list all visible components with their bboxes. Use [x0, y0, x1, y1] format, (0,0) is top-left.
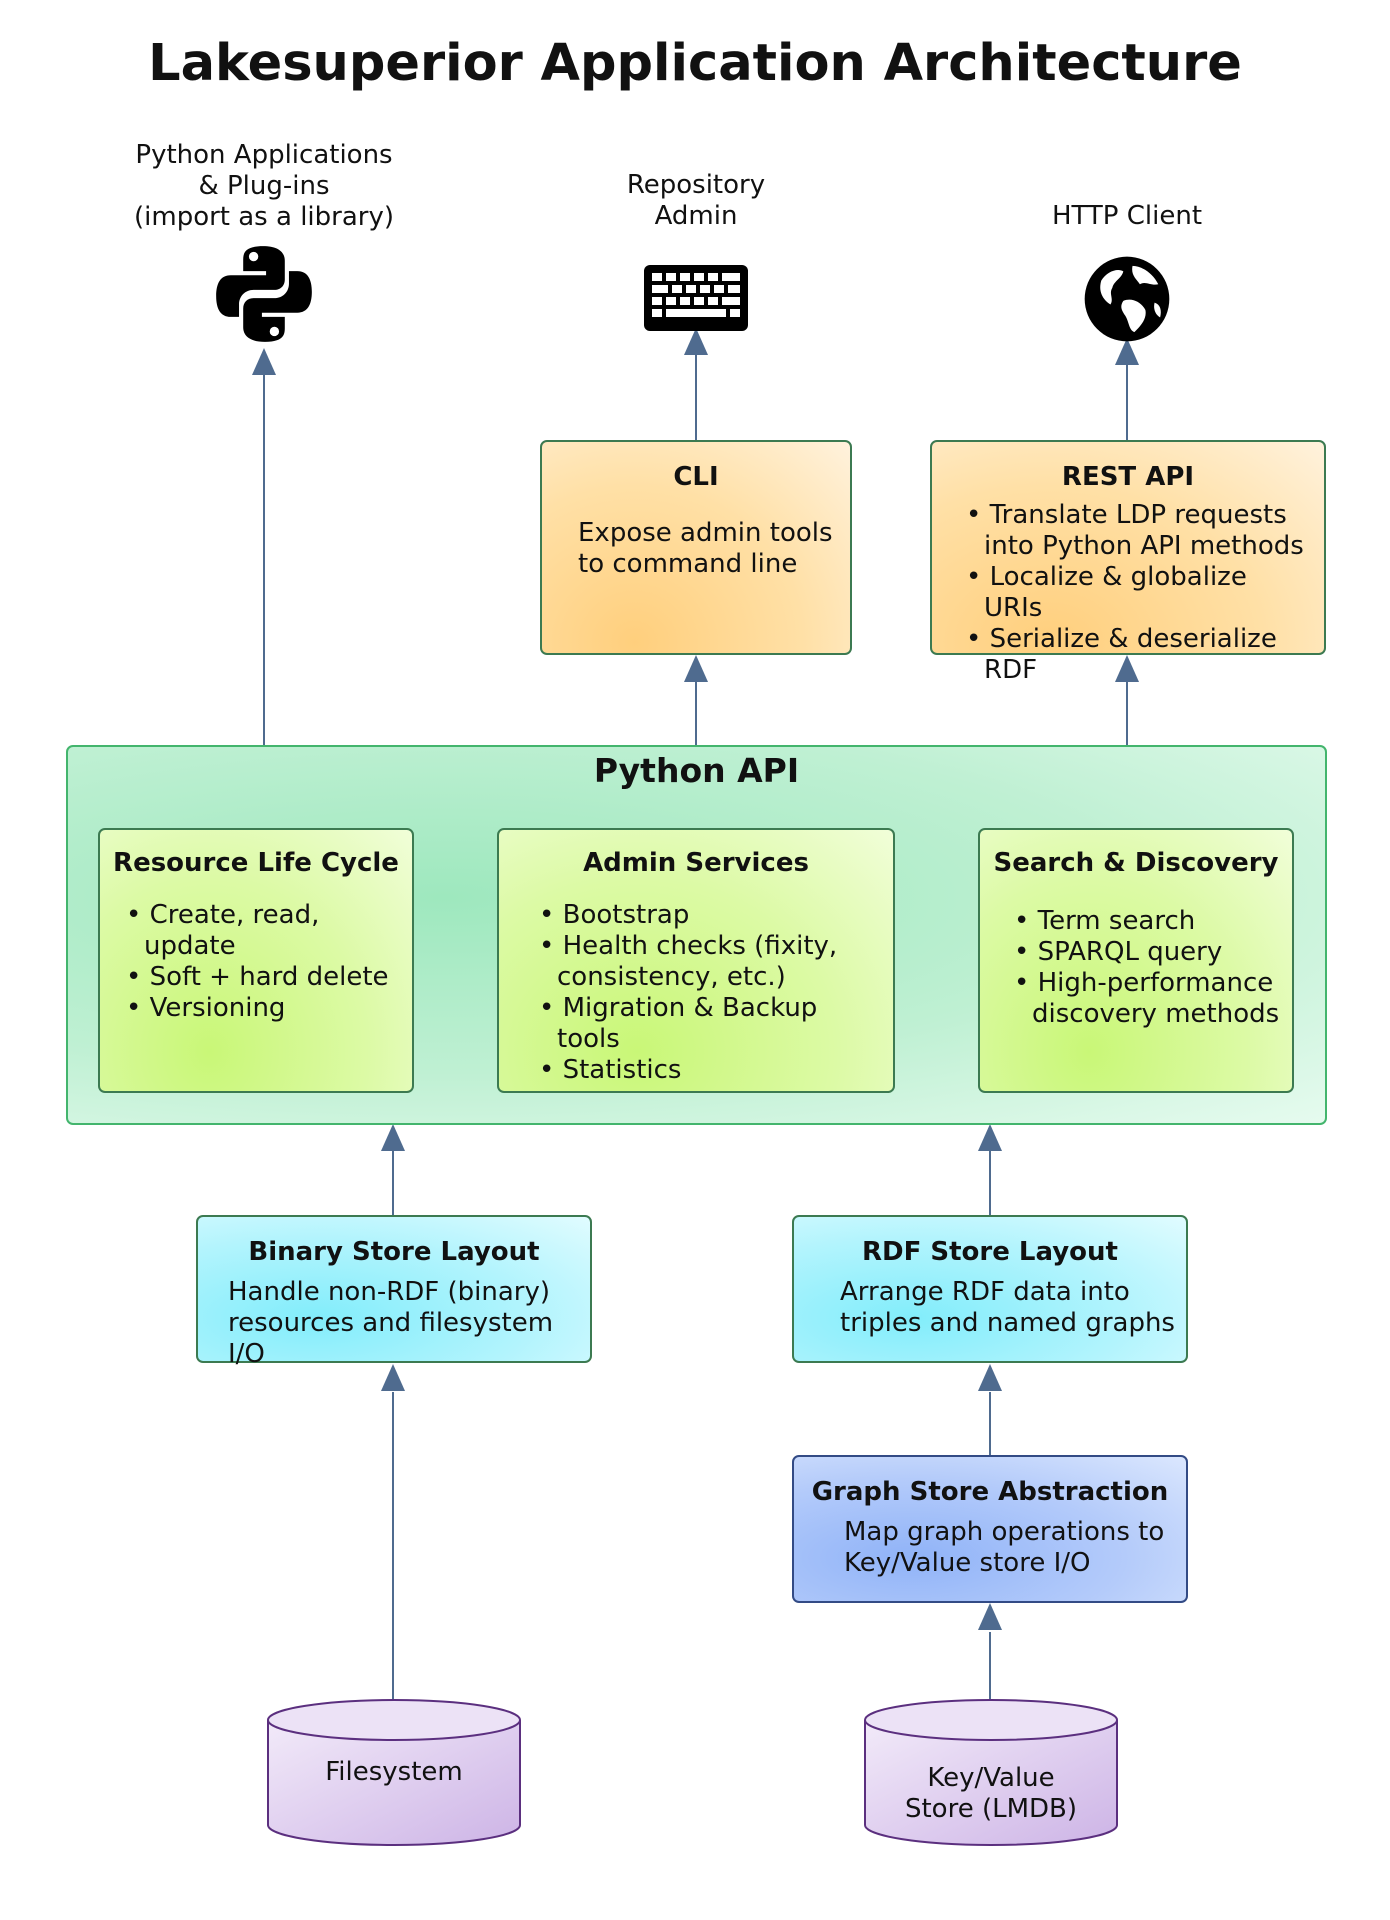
http-client-line-1: HTTP Client: [1051, 201, 1203, 231]
resource-life-cycle-box: Resource Life Cycle Create, read, update…: [98, 828, 414, 1093]
rest-api-box: REST API Translate LDP requests into Pyt…: [930, 440, 1326, 685]
repo-admin-label: Repository Admin: [546, 170, 846, 232]
cli-description: Expose admin tools to command line: [578, 518, 850, 580]
keyboard-icon: [640, 262, 752, 334]
python-api-title: Python API: [593, 751, 800, 790]
graph-store-line-1: Map graph operations to: [844, 1517, 1165, 1547]
graph-store-box: Graph Store Abstraction Map graph operat…: [792, 1455, 1188, 1603]
search-discovery-item: High-performance discovery methods: [1014, 968, 1284, 1030]
http-client-label: HTTP Client: [977, 201, 1277, 232]
binary-store-line-2: resources and filesystem I/O: [228, 1308, 554, 1369]
binary-store-title: Binary Store Layout: [248, 1237, 540, 1267]
globe-icon: [1078, 250, 1176, 348]
arrowhead-repo-admin: [684, 328, 708, 355]
admin-services-item: Bootstrap: [539, 900, 869, 931]
arrowhead-cli: [684, 655, 708, 682]
admin-services-item: Statistics: [539, 1055, 869, 1086]
repo-admin-line-1: Repository: [626, 170, 766, 200]
python-apps-label: Python Applications & Plug-ins (import a…: [114, 140, 414, 233]
search-discovery-title: Search & Discovery: [993, 848, 1279, 878]
admin-services-item: Health checks (fixity, consistency, etc.…: [539, 931, 869, 993]
filesystem-cylinder: [267, 1699, 521, 1846]
search-discovery-item: Term search: [1014, 906, 1284, 937]
resource-life-cycle-item: Soft + hard delete: [126, 962, 412, 993]
binary-store-description: Handle non-RDF (binary) resources and fi…: [228, 1277, 590, 1370]
kv-store-line-2: Store (LMDB): [904, 1794, 1078, 1824]
admin-services-box: Admin Services Bootstrap Health checks (…: [497, 828, 895, 1093]
admin-services-list: Bootstrap Health checks (fixity, consist…: [539, 900, 869, 1086]
graph-store-title: Graph Store Abstraction: [811, 1477, 1169, 1507]
arrowhead-graph: [978, 1603, 1002, 1630]
arrowhead-rdf: [978, 1364, 1002, 1391]
rest-api-item: Localize & globalize URIs: [966, 562, 1306, 624]
kv-store-line-1: Key/Value: [927, 1763, 1055, 1793]
arrowhead-api-right: [978, 1124, 1002, 1151]
python-apps-line-1: Python Applications: [135, 140, 393, 170]
binary-store-box: Binary Store Layout Handle non-RDF (bina…: [196, 1215, 592, 1369]
graph-store-line-2: Key/Value store I/O: [844, 1548, 1091, 1578]
resource-life-cycle-item: Create, read, update: [126, 900, 412, 962]
resource-life-cycle-title: Resource Life Cycle: [113, 848, 399, 878]
page-title: Lakesuperior Application Architecture: [148, 34, 1242, 93]
arrowhead-api-left: [381, 1124, 405, 1151]
admin-services-title: Admin Services: [583, 848, 809, 878]
rdf-store-title: RDF Store Layout: [861, 1237, 1118, 1267]
arrowhead-binary: [381, 1364, 405, 1391]
resource-life-cycle-list: Create, read, update Soft + hard delete …: [126, 900, 412, 1024]
kv-store-cylinder: [864, 1699, 1118, 1846]
admin-services-item: Migration & Backup tools: [539, 993, 869, 1055]
kv-store-label: Key/Value Store (LMDB): [865, 1763, 1117, 1825]
rdf-store-box: RDF Store Layout Arrange RDF data into t…: [792, 1215, 1188, 1363]
rest-api-list: Translate LDP requests into Python API m…: [966, 500, 1306, 686]
search-discovery-item: SPARQL query: [1014, 937, 1284, 968]
binary-store-line-1: Handle non-RDF (binary): [228, 1277, 551, 1307]
rdf-store-description: Arrange RDF data into triples and named …: [840, 1277, 1186, 1339]
rdf-store-line-1: Arrange RDF data into: [840, 1277, 1130, 1307]
search-discovery-list: Term search SPARQL query High-performanc…: [1014, 906, 1284, 1030]
cli-title: CLI: [673, 462, 719, 492]
filesystem-label: Filesystem: [325, 1757, 463, 1787]
python-apps-line-3: (import as a library): [134, 202, 394, 232]
resource-life-cycle-item: Versioning: [126, 993, 412, 1024]
cli-line-1: Expose admin tools: [578, 518, 833, 548]
rest-api-item: Translate LDP requests into Python API m…: [966, 500, 1306, 562]
python-apps-line-2: & Plug-ins: [198, 171, 330, 201]
rest-api-item: Serialize & deserialize RDF: [966, 624, 1306, 686]
arrowhead-http-client: [1115, 338, 1139, 365]
search-discovery-box: Search & Discovery Term search SPARQL qu…: [978, 828, 1294, 1093]
rdf-store-line-2: triples and named graphs: [840, 1308, 1175, 1338]
rest-api-title: REST API: [1061, 462, 1195, 492]
cli-box: CLI Expose admin tools to command line: [540, 440, 852, 655]
graph-store-description: Map graph operations to Key/Value store …: [844, 1517, 1186, 1579]
cli-line-2: to command line: [578, 549, 798, 579]
python-logo-icon: [208, 238, 320, 350]
repo-admin-line-2: Admin: [654, 201, 738, 231]
arrowhead-python-apps: [252, 348, 276, 375]
